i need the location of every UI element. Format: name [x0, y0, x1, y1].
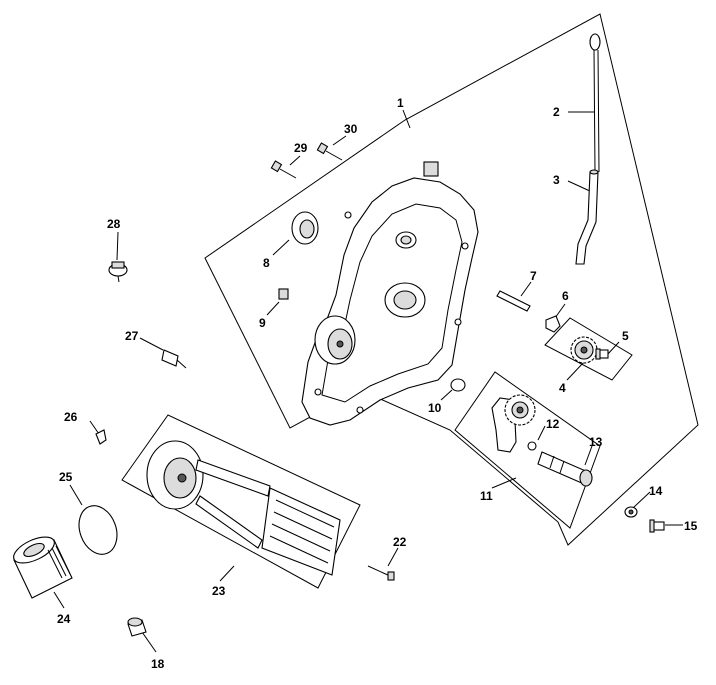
part-label-22: 22 — [393, 535, 407, 549]
part-label-28: 28 — [107, 217, 121, 231]
part-label-13: 13 — [589, 435, 603, 449]
small-plug — [278, 288, 289, 300]
part-label-11: 11 — [480, 489, 493, 503]
retaining-clip — [545, 315, 561, 333]
part-label-14: 14 — [649, 484, 663, 498]
oil-pressure-switch — [108, 261, 128, 283]
bolt-29 — [270, 160, 297, 179]
pressure-sensor — [161, 349, 187, 369]
long-bolt — [367, 565, 395, 581]
part-label-6: 6 — [562, 289, 569, 303]
oil-cooler-assembly — [146, 440, 341, 576]
crankcase-cover — [301, 161, 479, 426]
dipstick-tube — [575, 169, 599, 265]
part-label-18: 18 — [151, 657, 165, 671]
gear-screw — [595, 348, 609, 360]
part-label-7: 7 — [530, 269, 537, 283]
part-label-30: 30 — [344, 122, 358, 136]
shaft-pin — [496, 290, 531, 312]
o-ring-small — [450, 378, 466, 392]
check-ball — [527, 441, 537, 451]
bolt-30 — [316, 142, 343, 161]
oil-filter — [13, 536, 73, 599]
part-label-15: 15 — [684, 519, 698, 533]
part-label-3: 3 — [553, 173, 560, 187]
gear — [570, 336, 598, 364]
part-label-2: 2 — [553, 105, 560, 119]
oil-seal — [291, 211, 319, 245]
part-label-10: 10 — [428, 401, 442, 415]
part-label-29: 29 — [294, 141, 308, 155]
hose-clip — [95, 429, 107, 445]
part-label-25: 25 — [59, 470, 73, 484]
filter-gasket — [78, 505, 118, 555]
part-label-1: 1 — [397, 96, 404, 110]
part-label-5: 5 — [622, 329, 629, 343]
drain-plug — [127, 617, 147, 637]
part-label-9: 9 — [259, 316, 266, 330]
washer — [624, 506, 638, 518]
dipstick — [589, 33, 601, 173]
oil-pump — [491, 394, 536, 453]
group-outline-gear — [544, 317, 633, 381]
part-label-26: 26 — [64, 410, 78, 424]
part-label-12: 12 — [546, 417, 560, 431]
relief-valve — [537, 451, 593, 487]
part-label-27: 27 — [125, 329, 139, 343]
part-label-4: 4 — [559, 381, 566, 395]
leader-lines — [53, 109, 683, 653]
part-label-23: 23 — [212, 584, 226, 598]
bolt-15 — [649, 519, 665, 533]
part-label-8: 8 — [263, 256, 270, 270]
group-outline-oil-pump — [454, 371, 601, 529]
part-label-24: 24 — [57, 612, 71, 626]
group-outline-oil-cooler — [121, 414, 361, 589]
